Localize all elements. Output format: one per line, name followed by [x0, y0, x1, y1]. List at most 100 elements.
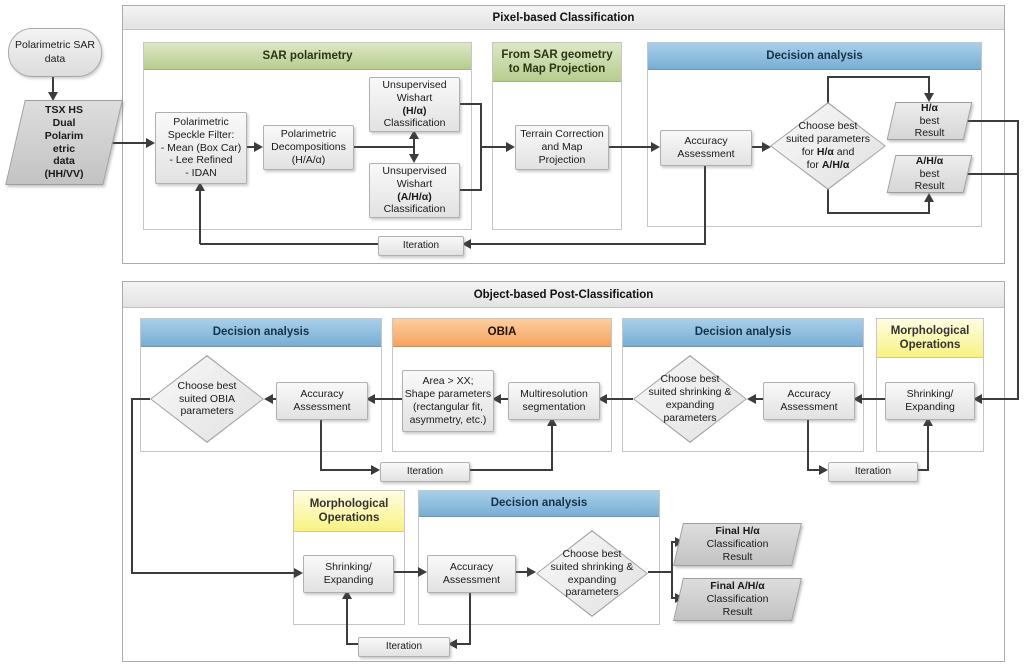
arrowhead [264, 394, 273, 404]
connector [457, 643, 471, 645]
pixel-classification-title: Pixel-based Classification [123, 6, 1004, 30]
connector [471, 243, 705, 245]
decision-analysis-header-bottom: Decision analysis [419, 491, 659, 517]
connector [551, 426, 553, 471]
diamond1-line2: for H/α and [801, 146, 855, 158]
diamond1-line3: for A/H/α [806, 158, 850, 171]
accuracy-assessment-box-right: Accuracy Assessment [763, 382, 855, 420]
object-postclassification-title: Object-based Post-Classification [123, 282, 1004, 308]
area-shape-parameters-box: Area > XX; Shape parameters (rectangular… [402, 370, 494, 432]
arrowhead [294, 568, 303, 578]
shrinking-expanding-box-bottom: Shrinking/ Expanding [303, 555, 394, 593]
connector [1017, 120, 1019, 400]
connector [963, 120, 1019, 122]
arrowhead [195, 182, 205, 191]
polarimetric-sar-data-terminator: Polarimetric SAR data [8, 28, 102, 77]
shrinking-expanding-box-top: Shrinking/ Expanding [885, 382, 975, 420]
connector [320, 469, 371, 471]
choose-parameters-diamond-1: Choose best suited parameters for H/α an… [770, 102, 886, 190]
connector [928, 77, 930, 94]
wishart-ha-box: Unsupervised Wishart(H/α)Classification [369, 77, 460, 132]
connector [963, 173, 1019, 175]
arrowhead [924, 193, 934, 202]
arrowhead [371, 465, 380, 475]
arrowhead [819, 465, 828, 475]
connector [245, 146, 255, 148]
connector [514, 571, 527, 573]
connector [272, 398, 277, 400]
multiresolution-segmentation-box: Multiresolution segmentation [508, 382, 600, 420]
arrowhead [651, 142, 660, 152]
connector [671, 541, 673, 599]
wishart-ha-bold: (H/α) [402, 104, 427, 117]
connector [131, 398, 150, 400]
connector [413, 138, 415, 156]
connector [750, 146, 763, 148]
iteration-box-bottom: Iteration [358, 637, 450, 657]
choose-shrinking-label-bottom: Choose best suited shrinking & expanding… [550, 547, 634, 599]
wishart-aha-bold: (A/H/α) [397, 190, 432, 203]
connector [862, 398, 885, 400]
choose-shrinking-diamond-bottom: Choose best suited shrinking & expanding… [536, 530, 648, 617]
morphological-operations-header-bottom: Morphological Operations [294, 491, 404, 532]
connector [648, 571, 673, 573]
connector [928, 201, 930, 213]
arrowhead [598, 394, 607, 404]
iteration-box-left: Iteration [380, 462, 470, 482]
connector [607, 398, 633, 400]
connector [392, 571, 418, 573]
connector [482, 146, 506, 148]
accuracy-assessment-box-1: Accuracy Assessment [660, 130, 752, 166]
connector [807, 418, 809, 471]
connector [982, 398, 1019, 400]
connector [480, 103, 482, 191]
tsx-input-parallelogram: TSX HS Dual Polarim etric data (HH/VV) [5, 100, 123, 185]
connector [347, 643, 358, 645]
obia-header: OBIA [393, 319, 611, 347]
wishart-aha-line1: Unsupervised Wishart [382, 164, 447, 190]
connector [199, 191, 201, 244]
morphological-operations-group-bottom: Morphological Operations [293, 490, 405, 625]
arrowhead [973, 394, 982, 404]
arrowhead [923, 417, 933, 426]
connector [671, 597, 675, 599]
wishart-ha-line3: Classification [383, 117, 446, 130]
arrowhead [492, 394, 501, 404]
connector [704, 164, 706, 245]
wishart-aha-line3: Classification [383, 203, 446, 216]
speckle-filter-box: Polarimetric Speckle Filter: - Mean (Box… [155, 112, 247, 184]
iteration-box-1: Iteration [378, 236, 464, 256]
wishart-ha-line1: Unsupervised Wishart [382, 78, 447, 104]
choose-obia-parameters-diamond: Choose best suited OBIA parameters [150, 355, 264, 443]
connector [458, 103, 482, 105]
morphological-operations-header-top: Morphological Operations [877, 319, 983, 358]
connector [320, 418, 322, 471]
arrowhead [409, 154, 419, 163]
choose-obia-parameters-label: Choose best suited OBIA parameters [177, 379, 237, 418]
decompositions-box: Polarimetric Decompositions (H/A/α) [263, 125, 354, 170]
arrowhead [448, 639, 457, 649]
decision-analysis-header-right: Decision analysis [623, 319, 863, 347]
arrowhead [462, 239, 471, 249]
connector [756, 398, 764, 400]
arrowhead [747, 394, 756, 404]
arrowhead [924, 93, 934, 102]
arrowhead [409, 130, 419, 139]
connector [827, 189, 829, 214]
arrowhead [342, 590, 352, 599]
decision-analysis-header-left: Decision analysis [141, 319, 381, 347]
connector [375, 398, 402, 400]
map-projection-header: From SAR geometry to Map Projection [493, 43, 621, 82]
connector [200, 243, 378, 245]
arrowhead [48, 92, 58, 101]
arrowhead [418, 567, 427, 577]
